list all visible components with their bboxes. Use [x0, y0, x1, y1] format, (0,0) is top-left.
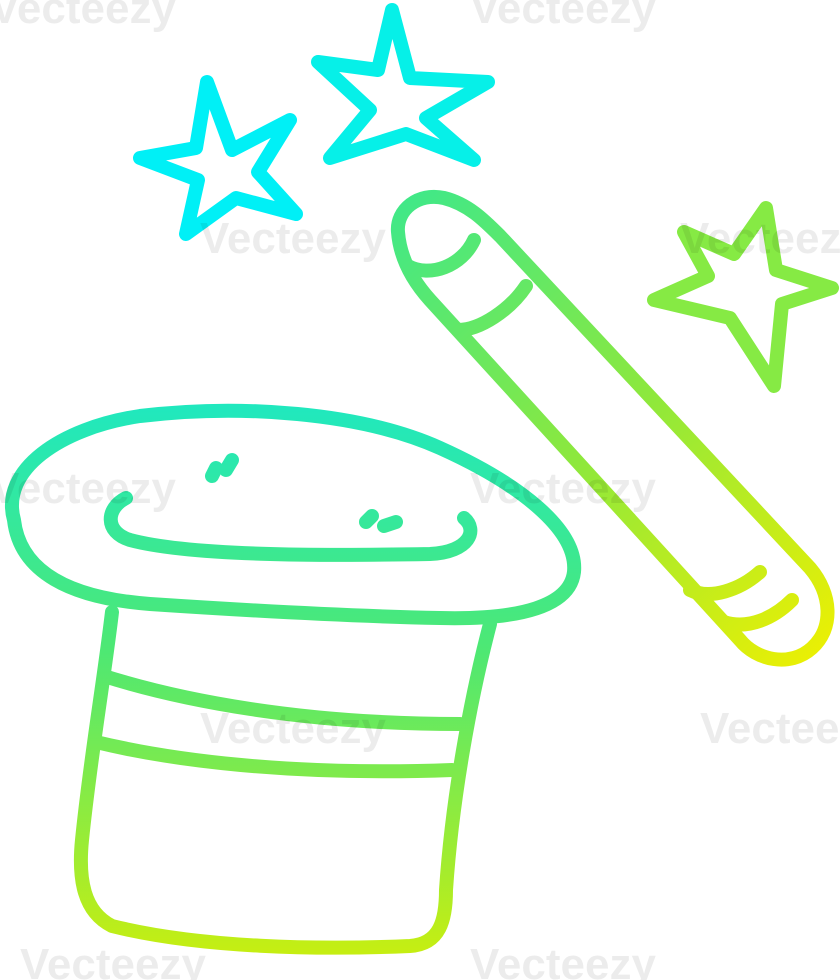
star-icon-left: [133, 75, 303, 241]
star-icon-right: [647, 201, 839, 393]
top-hat-icon: [5, 403, 582, 955]
star-icon-top: [311, 3, 495, 167]
wand-icon: [390, 189, 835, 667]
